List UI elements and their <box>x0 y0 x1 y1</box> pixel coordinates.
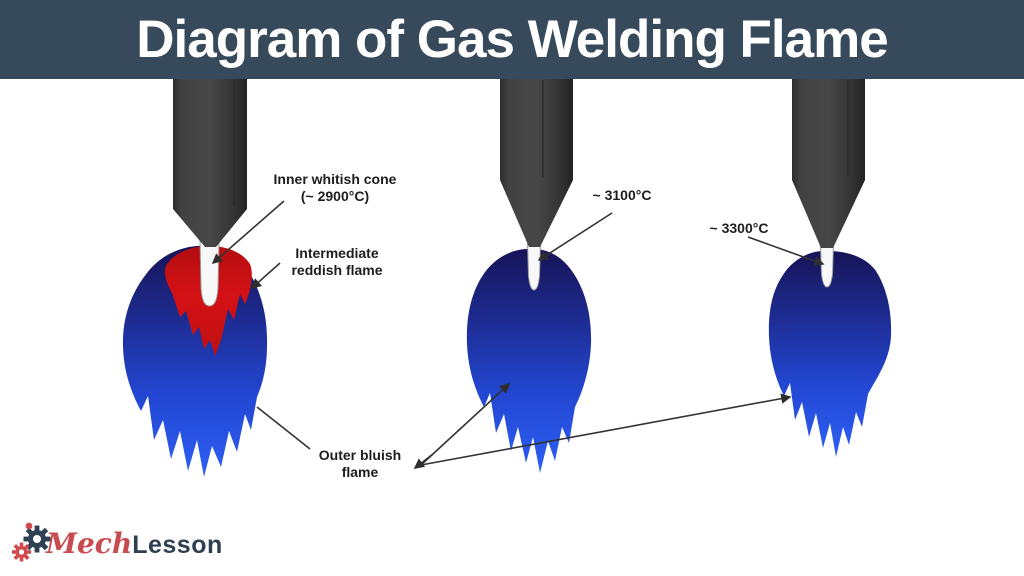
leader-3300-arrow <box>747 236 825 266</box>
label-oxidizing-flame-temperature: ~ 3300°C <box>709 220 769 236</box>
page-title: Diagram of Gas Welding Flame <box>136 10 888 69</box>
leader-outer-right-arrow <box>420 393 792 466</box>
label-inner-whitish-cone: Inner whitish cone (~ 2900°C) <box>253 171 417 205</box>
logo-brand-part2: Lesson <box>132 531 223 559</box>
label-intermediate-line2: reddish flame <box>291 262 383 278</box>
header-banner: Diagram of Gas Welding Flame <box>0 0 1024 79</box>
leader-inner-cone-arrow <box>211 200 285 265</box>
label-inner-whitish-cone-line2: (~ 2900°C) <box>300 188 370 204</box>
logo-brand-part1: Mech <box>46 527 133 560</box>
right-torch-nozzle <box>792 79 865 248</box>
right-flame-outer-bluish <box>768 250 892 457</box>
middle-torch-nozzle <box>500 79 573 247</box>
middle-flame-outer-bluish <box>466 248 592 473</box>
left-torch-nozzle <box>173 79 247 247</box>
leader-outer-label-arrow <box>413 453 434 469</box>
label-neutral-flame-temperature: ~ 3100°C <box>592 187 652 203</box>
leader-3100-arrow <box>537 212 613 261</box>
label-intermediate-line1: Intermediate <box>295 245 379 261</box>
middle-inner-whitish-cone <box>526 241 542 291</box>
left-inner-whitish-cone <box>199 239 220 307</box>
label-outer-bluish-flame: Outer bluish flame <box>306 447 414 481</box>
label-outer-line2: flame <box>341 464 379 480</box>
label-inner-whitish-cone-line1: Inner whitish cone <box>273 171 397 187</box>
logo-red-dot <box>25 522 33 530</box>
leader-intermediate-arrow <box>250 262 281 290</box>
label-outer-line1: Outer bluish <box>318 447 402 463</box>
leader-outer-middle-arrow <box>420 382 511 466</box>
leader-outer-left-line <box>256 406 311 450</box>
right-inner-whitish-cone <box>819 243 835 288</box>
label-intermediate-reddish-flame: Intermediate reddish flame <box>277 245 397 279</box>
mechlesson-gear-icon <box>12 522 51 562</box>
